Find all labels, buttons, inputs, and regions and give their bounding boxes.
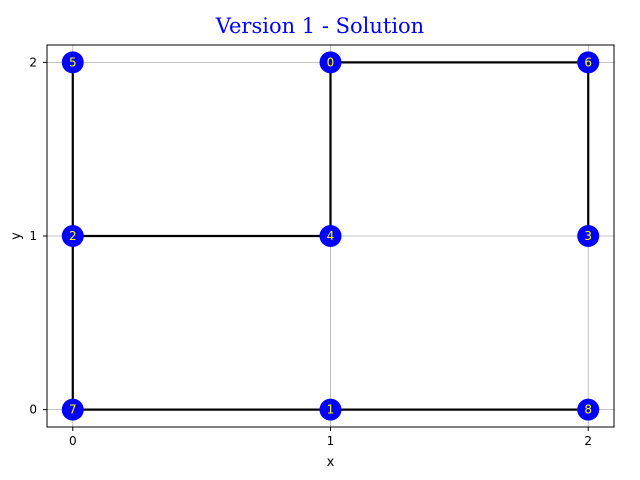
node: 0 <box>319 51 342 74</box>
node-marker <box>577 51 600 74</box>
node-label: 3 <box>584 229 592 243</box>
edges <box>71 61 590 411</box>
node-label: 6 <box>584 55 592 69</box>
chart-title: Version 1 - Solution <box>215 14 425 38</box>
node: 5 <box>61 51 84 74</box>
node-label: 8 <box>584 403 592 417</box>
node-label: 7 <box>69 403 77 417</box>
node-marker <box>577 398 600 421</box>
node-marker <box>61 398 84 421</box>
node-marker <box>61 225 84 247</box>
y-tick-label: 2 <box>29 55 37 69</box>
nodes: 0 1 2 3 4 5 6 7 8 <box>61 51 600 421</box>
x-tick-label: 1 <box>327 434 335 448</box>
node-marker <box>61 51 84 74</box>
x-tick-label: 0 <box>69 434 77 448</box>
node: 3 <box>577 225 600 247</box>
y-tick-label: 0 <box>29 403 37 417</box>
axis-ticks: 0 1 2 0 1 2 <box>29 55 592 448</box>
node: 8 <box>577 398 600 421</box>
node-label: 1 <box>327 403 335 417</box>
x-axis-label: x <box>327 455 335 470</box>
node-marker <box>319 225 342 247</box>
node: 6 <box>577 51 600 74</box>
node-label: 2 <box>69 229 77 243</box>
x-tick-label: 2 <box>584 434 592 448</box>
node-marker <box>577 225 600 247</box>
node-label: 5 <box>69 55 77 69</box>
node-label: 0 <box>327 55 335 69</box>
node: 7 <box>61 398 84 421</box>
node: 2 <box>61 225 84 247</box>
node-label: 4 <box>327 229 335 243</box>
y-tick-label: 1 <box>29 229 37 243</box>
node: 1 <box>319 398 342 421</box>
node-marker <box>319 398 342 421</box>
node: 4 <box>319 225 342 247</box>
y-axis-label: y <box>9 232 24 240</box>
node-marker <box>319 51 342 74</box>
